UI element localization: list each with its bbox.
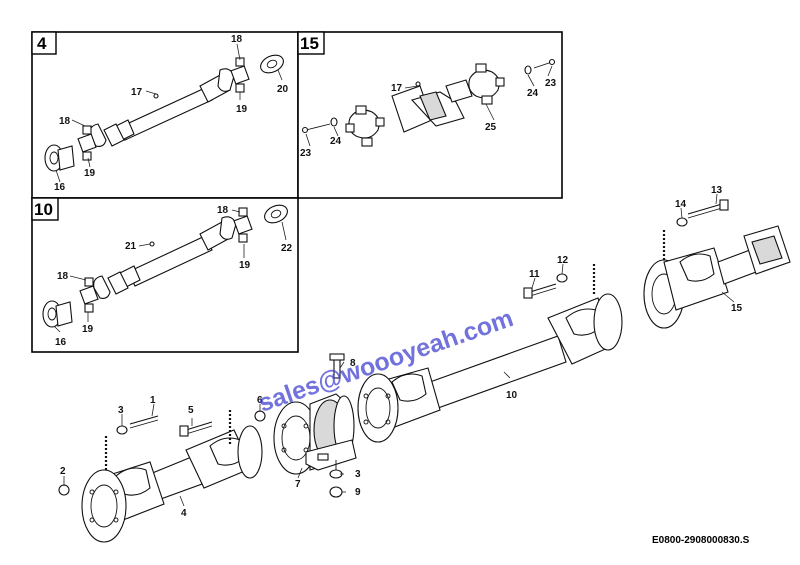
label-9: 9 xyxy=(355,487,361,498)
inset-15-label-23b: 23 xyxy=(545,78,557,89)
inset-number-4: 4 xyxy=(37,34,47,53)
inset-10-label-19b: 19 xyxy=(82,324,94,335)
label-5: 5 xyxy=(188,405,194,416)
fasteners xyxy=(58,199,729,498)
inset-15-coupling-assembly xyxy=(301,58,556,147)
label-7: 7 xyxy=(295,479,301,490)
label-12: 12 xyxy=(557,255,569,266)
inset-frame-10 xyxy=(31,197,299,353)
label-11: 11 xyxy=(529,269,540,280)
label-2: 2 xyxy=(60,466,66,477)
inset-number-10: 10 xyxy=(34,200,53,219)
inset-4-label-19a: 19 xyxy=(236,104,248,115)
drawing-code: E0800-2908000830.S xyxy=(652,535,750,546)
inset-number-15: 15 xyxy=(300,34,319,53)
inset-15-label-17: 17 xyxy=(391,83,403,94)
shaft-4 xyxy=(81,425,263,543)
inset-15-label-23a: 23 xyxy=(300,148,312,159)
inset-4-label-18a: 18 xyxy=(231,34,243,45)
inset-10-label-18b: 18 xyxy=(57,271,69,282)
inset-10-label-16: 16 xyxy=(55,337,67,348)
inset-10-label-21: 21 xyxy=(125,241,137,252)
label-14: 14 xyxy=(675,199,687,210)
inset-4-label-19b: 19 xyxy=(84,168,96,179)
inset-4-label-18b: 18 xyxy=(59,116,71,127)
inset-15-label-24b: 24 xyxy=(527,88,539,99)
inset-15-label-25: 25 xyxy=(485,122,497,133)
inset-4-label-16: 16 xyxy=(54,182,66,193)
center-bearing-7 xyxy=(273,353,357,475)
inset-10-label-22: 22 xyxy=(281,243,293,254)
inset-10-label-18a: 18 xyxy=(217,205,229,216)
label-13: 13 xyxy=(711,185,723,196)
label-4: 4 xyxy=(181,508,187,519)
label-1: 1 xyxy=(150,395,156,406)
inset-15-label-24a: 24 xyxy=(330,136,342,147)
label-3a: 3 xyxy=(118,405,124,416)
inset-4-label-20: 20 xyxy=(277,84,289,95)
inset-10-shaft-assembly xyxy=(42,204,288,328)
label-15: 15 xyxy=(731,303,743,314)
label-8: 8 xyxy=(350,358,356,369)
label-3b: 3 xyxy=(355,469,361,480)
inset-4-shaft-assembly xyxy=(44,54,284,172)
label-6: 6 xyxy=(257,395,263,406)
label-10: 10 xyxy=(506,390,518,401)
inset-10-label-19a: 19 xyxy=(239,260,251,271)
shaft-10 xyxy=(357,293,623,443)
shaft-15 xyxy=(643,225,791,329)
inset-4-label-17: 17 xyxy=(131,87,143,98)
